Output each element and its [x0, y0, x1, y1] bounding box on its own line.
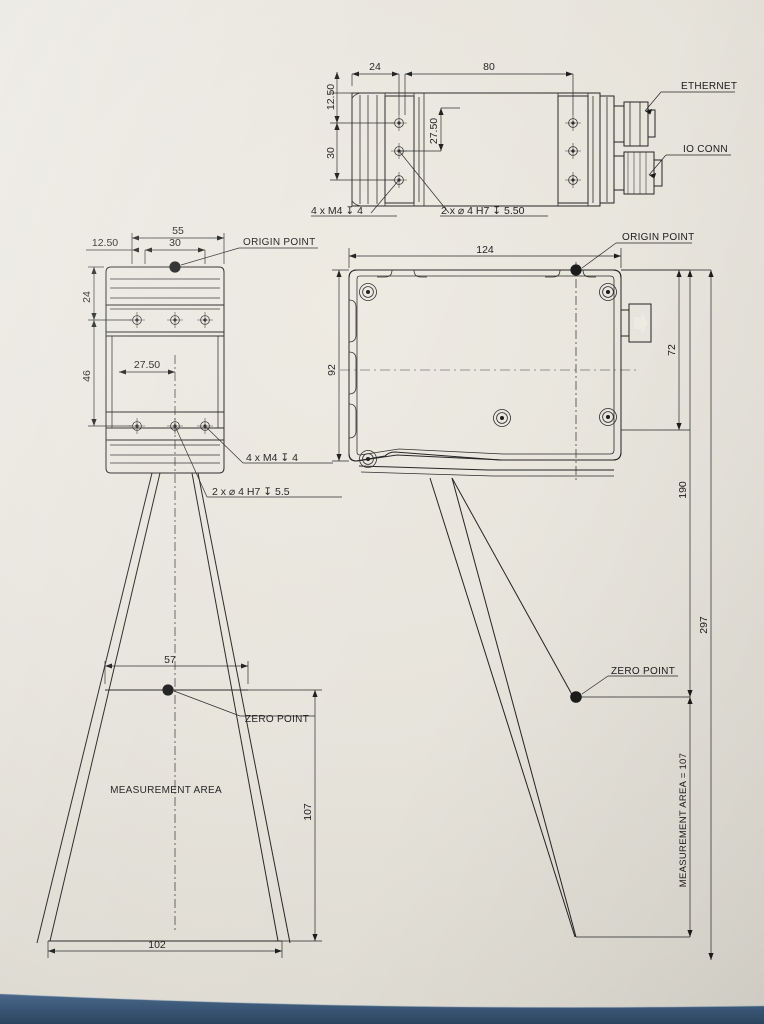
ethernet-leader	[644, 91, 735, 115]
front-view-field-dim-102	[47, 941, 283, 958]
side-view: 124 ORIGIN POINT 92	[326, 232, 714, 960]
side-view-dim-124	[348, 248, 622, 268]
side-view-connector-symbol	[620, 303, 652, 343]
dim-top-27-50: 27.50	[428, 118, 440, 144]
io-conn-leader	[648, 154, 731, 179]
io-connector-symbol	[613, 151, 663, 195]
dim-front-30: 30	[169, 237, 181, 249]
dim-front-107: 107	[302, 803, 314, 821]
dim-top-80: 80	[483, 61, 495, 73]
dim-side-297: 297	[698, 616, 710, 634]
side-view-dim-92	[332, 269, 349, 462]
side-view-measurement-beam	[429, 477, 577, 938]
side-view-dim-297	[621, 269, 714, 960]
callout-side-origin-point: ORIGIN POINT	[622, 232, 695, 243]
dim-top-12-50: 12.50	[325, 84, 337, 110]
note-front-m4: 4 x M4 ↧ 4	[246, 452, 298, 464]
front-view-field-dim-107	[248, 689, 322, 942]
top-view-leaders	[311, 150, 548, 217]
dim-front-24: 24	[81, 291, 93, 303]
side-view-screw-bosses	[359, 283, 617, 468]
front-view-measurement-beam	[36, 472, 291, 944]
top-view-dimension-lines	[330, 71, 574, 181]
callout-front-origin-point: ORIGIN POINT	[243, 237, 316, 248]
ethernet-connector-symbol	[613, 101, 656, 147]
dim-side-190: 190	[677, 481, 689, 499]
front-view-inner-dim	[119, 369, 175, 375]
front-view-note-leaders	[174, 425, 342, 498]
side-view-dim-190	[687, 270, 693, 697]
side-zero-point-marker	[570, 675, 690, 703]
front-origin-point-marker	[169, 247, 318, 273]
callout-io-conn: IO CONN	[683, 144, 728, 155]
dim-front-57: 57	[164, 654, 176, 666]
dim-side-72: 72	[666, 344, 678, 356]
dim-front-27-50: 27.50	[134, 359, 160, 371]
front-view-body	[105, 266, 225, 474]
top-view-mount-holes	[391, 115, 581, 188]
front-zero-point-marker	[162, 684, 315, 717]
note-top-h7: 2 x ⌀ 4 H7 ↧ 5.50	[441, 205, 525, 217]
side-origin-point-marker	[570, 242, 692, 276]
callout-front-zero-point: ZERO POINT	[245, 714, 309, 725]
label-side-measurement-area: MEASUREMENT AREA = 107	[678, 753, 689, 887]
front-view-left-dims	[88, 266, 132, 427]
dim-top-30: 30	[325, 147, 337, 159]
side-view-body	[348, 269, 622, 477]
dim-front-12-50: 12.50	[92, 237, 118, 249]
dim-front-55: 55	[172, 225, 184, 237]
dim-top-24: 24	[369, 61, 381, 73]
note-front-h7: 2 x ⌀ 4 H7 ↧ 5.5	[212, 486, 290, 498]
note-top-m4: 4 x M4 ↧ 4	[311, 205, 363, 217]
dim-side-92: 92	[326, 364, 338, 376]
dim-front-46: 46	[81, 370, 93, 382]
side-view-dim-72	[621, 269, 690, 431]
dim-front-102: 102	[148, 939, 166, 951]
label-front-measurement-area: MEASUREMENT AREA	[110, 785, 222, 796]
front-view-field-dim-57	[104, 661, 249, 684]
side-view-measurement-span	[576, 697, 693, 938]
front-view-mount-holes	[129, 312, 213, 434]
front-view-top-dims	[86, 233, 225, 264]
front-view: 55 30 12.50 ORIGIN POINT	[36, 225, 342, 958]
top-view-body	[351, 92, 615, 207]
callout-side-zero-point: ZERO POINT	[611, 666, 675, 677]
top-view: 12.50 30 24 80 27.50 4 x M4 ↧ 4 2 x ⌀ 4 …	[311, 61, 737, 217]
front-view-measurement-field	[48, 689, 282, 942]
callout-ethernet: ETHERNET	[681, 81, 737, 92]
dim-side-124: 124	[476, 244, 494, 256]
